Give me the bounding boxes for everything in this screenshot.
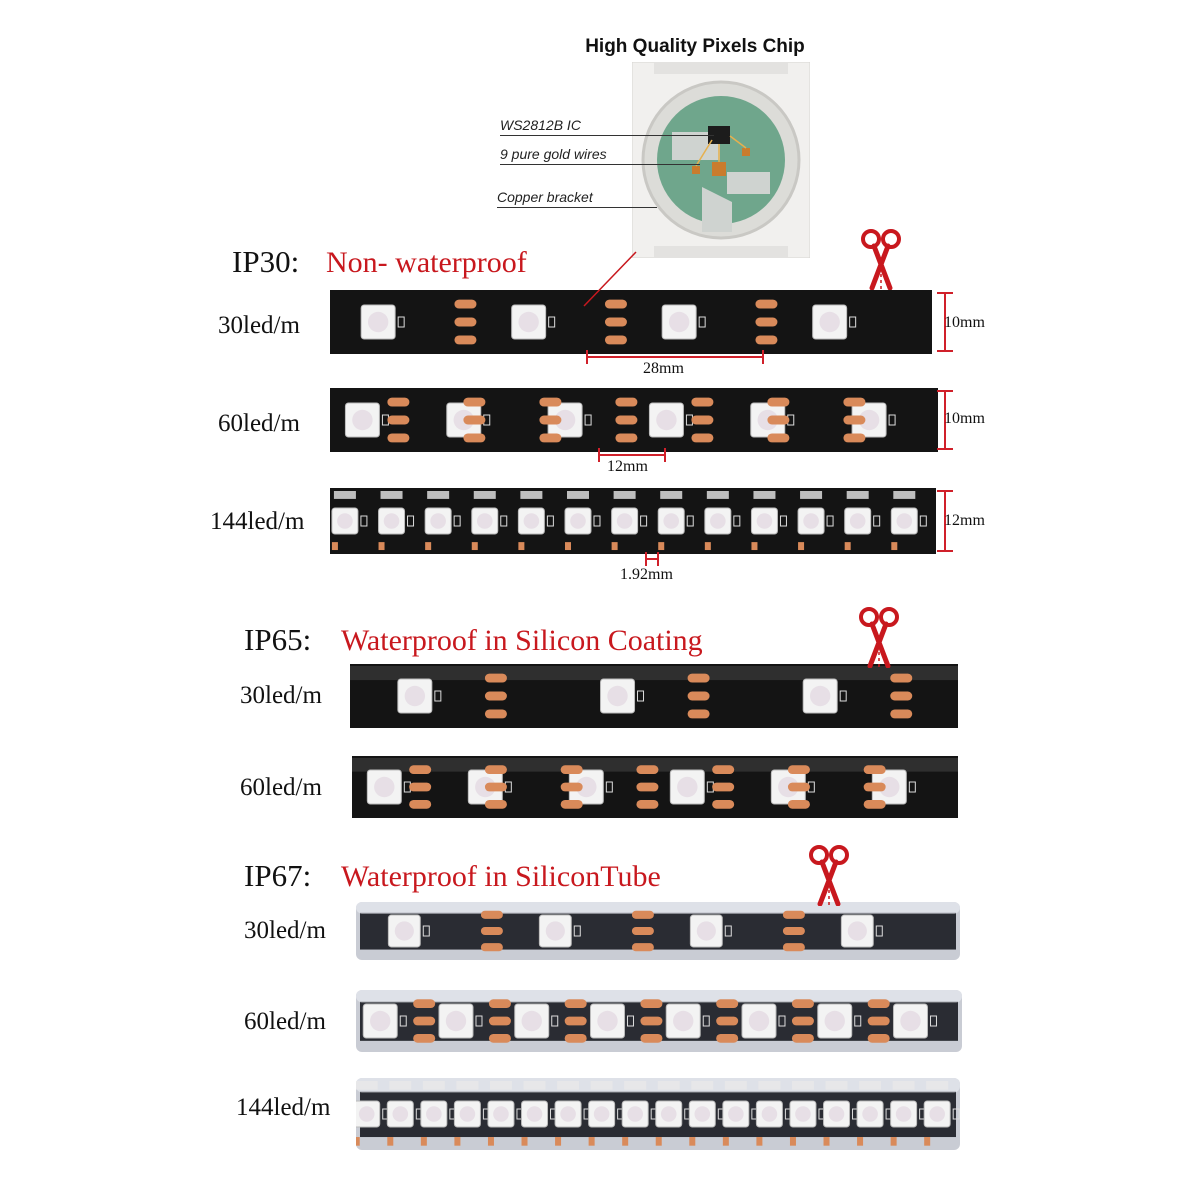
scissors-icon [859,607,899,668]
pitch-dimension [586,350,764,364]
led-strip-ip65-60 [352,756,958,818]
section-desc-ip30: Non- waterproof [326,246,527,279]
callout-ws2812b: WS2812B IC [500,117,581,133]
section-code-ip30: IP30: [232,244,300,279]
pitch-label: 12mm [607,458,648,475]
density-label: 60led/m [240,774,322,801]
width-dimension [937,490,953,552]
callout-line [500,135,714,136]
chip-title: High Quality Pixels Chip [585,36,805,57]
width-dimension [937,292,953,352]
callout-line [500,164,700,165]
pitch-dimension [645,552,659,566]
led-strip-ip30-30 [330,290,932,354]
section-code-ip65: IP65: [244,622,312,657]
density-label: 144led/m [210,508,305,535]
width-label: 12mm [944,512,985,529]
callout-gold-wires: 9 pure gold wires [500,146,607,162]
density-label: 30led/m [218,312,300,339]
density-label: 30led/m [244,917,326,944]
scissors-icon [809,845,849,906]
pitch-label: 28mm [643,360,684,377]
led-chip-icon [632,62,810,258]
led-strip-ip30-60 [330,388,938,452]
section-code-ip67: IP67: [244,858,312,893]
density-label: 144led/m [236,1094,331,1121]
led-strip-ip67-60 [356,990,962,1052]
led-strip-ip67-30 [356,902,960,960]
section-desc-ip65: Waterproof in Silicon Coating [341,624,703,657]
led-strip-ip67-144 [356,1078,960,1150]
chip-pointer-line [583,251,637,307]
width-label: 10mm [944,314,985,331]
density-label: 30led/m [240,682,322,709]
led-strip-ip65-30 [350,664,958,728]
scissors-icon [861,229,901,290]
callout-line [497,207,657,208]
density-label: 60led/m [218,410,300,437]
width-label: 10mm [944,410,985,427]
pitch-dimension [598,448,666,462]
pitch-label: 1.92mm [620,566,673,583]
width-dimension [937,390,953,450]
callout-copper-bracket: Copper bracket [497,189,593,205]
section-desc-ip67: Waterproof in SiliconTube [341,860,661,893]
led-strip-ip30-144 [330,488,936,554]
density-label: 60led/m [244,1008,326,1035]
